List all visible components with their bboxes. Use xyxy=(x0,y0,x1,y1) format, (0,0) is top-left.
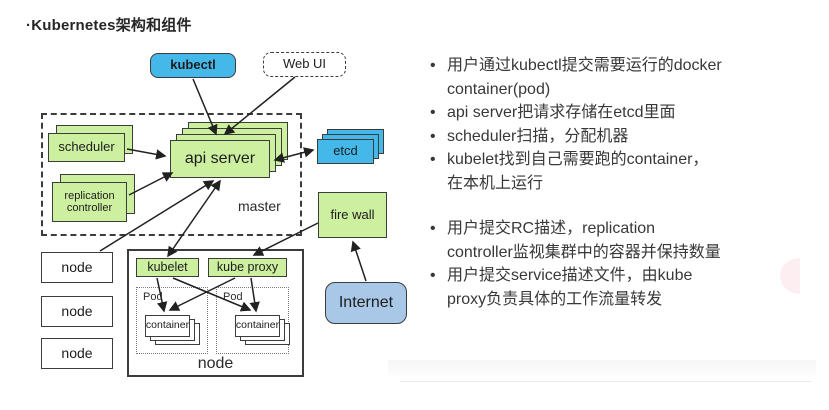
bullet-dot: • xyxy=(430,151,436,168)
note-line: 用户通过kubectl提交需要运行的docker xyxy=(447,57,722,74)
notes-gap xyxy=(430,195,810,217)
node-box-1: node xyxy=(41,252,113,283)
replication-controller-box: replication controller xyxy=(52,182,127,222)
node-group-label: node xyxy=(197,355,234,372)
master-label: master xyxy=(238,198,281,214)
kube-proxy-box: kube proxy xyxy=(208,258,287,277)
node-box-3: node xyxy=(41,338,113,369)
bullet-dot: • xyxy=(430,127,436,145)
container-box-left: container xyxy=(145,315,190,337)
notes-column: • 用户通过kubectl提交需要运行的docker container(pod… xyxy=(430,54,810,311)
kubelet-box: kubelet xyxy=(136,258,199,277)
note-item: • 用户通过kubectl提交需要运行的docker container(pod… xyxy=(430,54,810,101)
bullet-dot: • xyxy=(430,267,436,284)
note-item: • kubelet找到自己需要跑的container， 在本机上运行 xyxy=(430,148,810,195)
note-line: 用户提交service描述文件，由kube xyxy=(447,267,693,284)
api-server-box: api server xyxy=(170,140,270,178)
web-ui-box: Web UI xyxy=(263,52,346,77)
note-line: kubelet找到自己需要跑的container， xyxy=(447,151,709,168)
note-item: • scheduler扫描，分配机器 xyxy=(430,125,810,149)
kubectl-box: kubectl xyxy=(150,53,236,78)
container-box-right: container xyxy=(235,315,280,337)
pink-highlight-artifact xyxy=(780,258,800,294)
note-item: • 用户提交RC描述，replication controller监视集群中的容… xyxy=(430,217,810,264)
note-line: api server把请求存储在etcd里面 xyxy=(447,104,676,121)
bullet-dot: • xyxy=(430,220,436,237)
pod-label: Pod xyxy=(223,291,243,303)
bottom-hairline xyxy=(400,381,812,382)
node-box-2: node xyxy=(41,296,113,327)
scheduler-box: scheduler xyxy=(48,133,125,162)
internet-box: Internet xyxy=(325,282,407,324)
note-line: container(pod) xyxy=(447,80,551,98)
bullet-dot: • xyxy=(430,57,436,74)
pod-label: Pod xyxy=(143,291,163,303)
arrow-internet-to-firewall xyxy=(350,240,367,282)
note-line: scheduler扫描，分配机器 xyxy=(447,127,629,145)
note-line: 在本机上运行 xyxy=(447,174,544,192)
note-line: controller监视集群中的容器并保持数量 xyxy=(447,243,721,261)
page-title: ·Kubernetes架构和组件 xyxy=(26,17,192,34)
note-item: • 用户提交service描述文件，由kube proxy负责具体的工作流量转发 xyxy=(430,264,810,311)
note-item: • api server把请求存储在etcd里面 xyxy=(430,101,810,125)
note-line: 用户提交RC描述，replication xyxy=(447,220,656,237)
bullet-dot: • xyxy=(430,104,436,121)
firewall-box: fire wall xyxy=(318,192,387,238)
etcd-box: etcd xyxy=(317,139,374,164)
bottom-shadow-band xyxy=(388,360,816,376)
note-line: proxy负责具体的工作流量转发 xyxy=(447,290,663,308)
